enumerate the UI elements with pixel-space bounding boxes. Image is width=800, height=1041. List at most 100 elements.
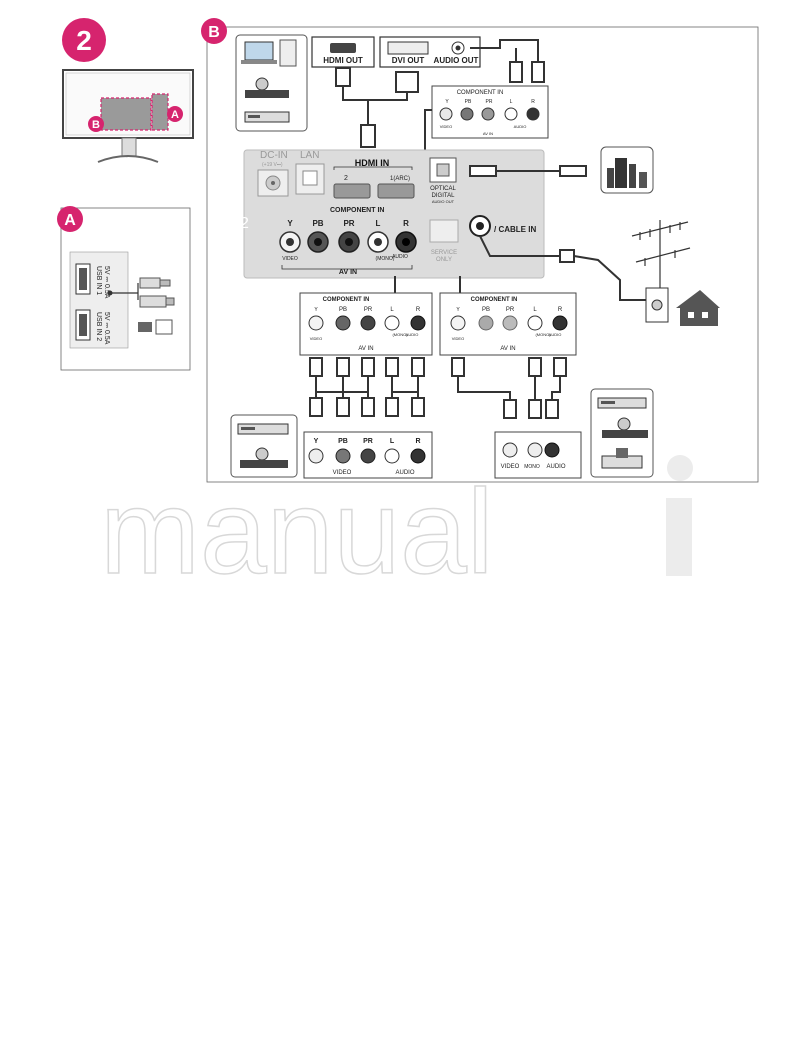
house-icon: [676, 290, 720, 326]
svg-text:PR: PR: [364, 307, 373, 313]
component-panel-right: COMPONENT IN Y PB PR L R VIDEO (MONO) AU…: [439, 292, 577, 356]
component-in-label: COMPONENT IN: [330, 207, 384, 214]
component-devices-box: [230, 414, 298, 478]
svg-text:PB: PB: [338, 438, 348, 445]
svg-text:PR: PR: [343, 219, 354, 228]
component-device-ports: Y PB PR L R VIDEO AUDIO: [303, 431, 433, 479]
badge-a-small: A: [167, 106, 183, 122]
disc-player-icon-3: [602, 417, 648, 438]
usb-plug-icon: [139, 277, 171, 289]
usb-port1-label: USB IN 1: [95, 266, 102, 295]
svg-text:1(ARC): 1(ARC): [390, 176, 410, 182]
disc-player-icon-2: [240, 447, 288, 468]
svg-text:AV IN: AV IN: [483, 131, 493, 136]
svg-text:AV IN: AV IN: [500, 346, 515, 352]
usb-port1-rating: 5V ⎓ 0.5A: [103, 266, 110, 299]
svg-text:PR: PR: [363, 438, 373, 445]
svg-text:AUDIO: AUDIO: [514, 124, 527, 129]
wall-outlet-icon: [645, 287, 669, 323]
svg-text:VIDEO: VIDEO: [282, 256, 298, 262]
dc-in-label: DC-IN: [260, 150, 288, 161]
svg-text:VIDEO: VIDEO: [452, 336, 464, 341]
badge-b-small: B: [88, 116, 104, 132]
svg-text:/ CABLE IN: / CABLE IN: [494, 225, 536, 234]
svg-text:AUDIO: AUDIO: [549, 332, 562, 337]
hdmi-in-label: HDMI IN: [355, 158, 390, 168]
audio-out-label: AUDIO OUT: [434, 56, 479, 65]
svg-text:MONO: MONO: [524, 464, 540, 470]
usb-card-reader-icon: [138, 319, 173, 335]
svg-text:VIDEO: VIDEO: [501, 464, 520, 470]
svg-text:PB: PB: [465, 99, 472, 105]
svg-text:2: 2: [344, 175, 348, 182]
svg-text:PB: PB: [312, 219, 323, 228]
disc-player-icon: [245, 77, 289, 98]
usb-port2-label: USB IN 2: [95, 312, 102, 341]
svg-text:B: B: [92, 119, 100, 131]
step-badge: 2: [62, 18, 106, 62]
av-cables-right: [451, 357, 567, 419]
svg-text:AUDIO: AUDIO: [392, 254, 408, 260]
svg-text:R: R: [415, 438, 420, 445]
badge-a: A: [64, 212, 76, 229]
svg-text:PR: PR: [486, 99, 493, 105]
svg-text:Y: Y: [287, 219, 293, 228]
svg-text:(+19 V⎓): (+19 V⎓): [262, 162, 283, 168]
hdmi-out-box: HDMI OUT: [311, 36, 375, 68]
svg-text:AUDIO: AUDIO: [406, 332, 419, 337]
vcr-icon: [597, 397, 647, 409]
dvd-player-icon: [237, 423, 289, 435]
svg-text:Y: Y: [314, 307, 318, 313]
svg-text:2: 2: [240, 215, 249, 232]
component-cables-left: [309, 357, 425, 417]
av-device-ports: VIDEO MONO AUDIO: [494, 431, 582, 479]
audio-cable-top: [470, 39, 545, 83]
usb-port2-rating: 5V ⎓ 0.5A: [103, 312, 110, 345]
usb-drive-icon: [139, 295, 175, 308]
svg-text:DIGITAL: DIGITAL: [432, 193, 456, 199]
svg-text:PR: PR: [506, 307, 515, 313]
svg-text:COMPONENT IN: COMPONENT IN: [323, 297, 370, 303]
lan-label: LAN: [300, 150, 319, 161]
speaker-system-icon: [600, 146, 654, 194]
svg-text:AUDIO: AUDIO: [546, 464, 565, 470]
svg-text:PB: PB: [339, 307, 347, 313]
component-panel-left: COMPONENT IN Y PB PR L R VIDEO (MONO) AU…: [299, 292, 433, 356]
svg-text:(MONO): (MONO): [392, 332, 408, 337]
svg-text:AV IN: AV IN: [339, 269, 357, 276]
svg-text:COMPONENT IN: COMPONENT IN: [471, 297, 518, 303]
svg-text:AUDIO: AUDIO: [395, 470, 414, 476]
step-number: 2: [76, 25, 92, 56]
svg-text:L: L: [390, 438, 395, 445]
svg-text:L: L: [533, 307, 537, 313]
svg-text:PB: PB: [482, 307, 490, 313]
svg-text:VIDEO: VIDEO: [310, 336, 322, 341]
svg-text:Y: Y: [314, 438, 319, 445]
svg-text:ONLY: ONLY: [436, 257, 452, 263]
svg-text:R: R: [531, 99, 535, 105]
svg-text:VIDEO: VIDEO: [440, 124, 452, 129]
usb-panel-a: A USB IN 1 5V ⎓ 0.5A USB IN 2 5V ⎓ 0.5A: [57, 206, 191, 371]
svg-text:L: L: [376, 219, 381, 228]
hdmi-cable: [335, 67, 419, 148]
svg-text:SERVICE: SERVICE: [431, 250, 457, 256]
settop-box-icon: [244, 111, 290, 123]
svg-text:OPTICAL: OPTICAL: [430, 186, 456, 192]
watermark: manual: [99, 455, 693, 600]
tv-rear-panel: DC-IN (+19 V⎓) LAN HDMI IN 2 1(ARC) COMP…: [240, 149, 545, 279]
svg-text:A: A: [171, 109, 179, 121]
antenna-cable: [479, 235, 646, 301]
svg-text:Y: Y: [445, 99, 449, 105]
svg-text:(MONO): (MONO): [376, 256, 395, 262]
dvi-audio-out-box: DVI OUT AUDIO OUT: [379, 36, 481, 68]
svg-text:R: R: [403, 219, 409, 228]
av-devices-box: [590, 388, 654, 478]
optical-cable: [469, 165, 587, 177]
camcorder-icon: [601, 448, 643, 469]
antenna-icon: [631, 220, 691, 292]
small-component-panel-top: COMPONENT IN Y PB PR L R VIDEO AUDIO AV …: [431, 85, 549, 139]
hdmi-out-label: HDMI OUT: [323, 56, 363, 65]
svg-text:(MONO): (MONO): [535, 332, 551, 337]
svg-text:VIDEO: VIDEO: [333, 470, 352, 476]
